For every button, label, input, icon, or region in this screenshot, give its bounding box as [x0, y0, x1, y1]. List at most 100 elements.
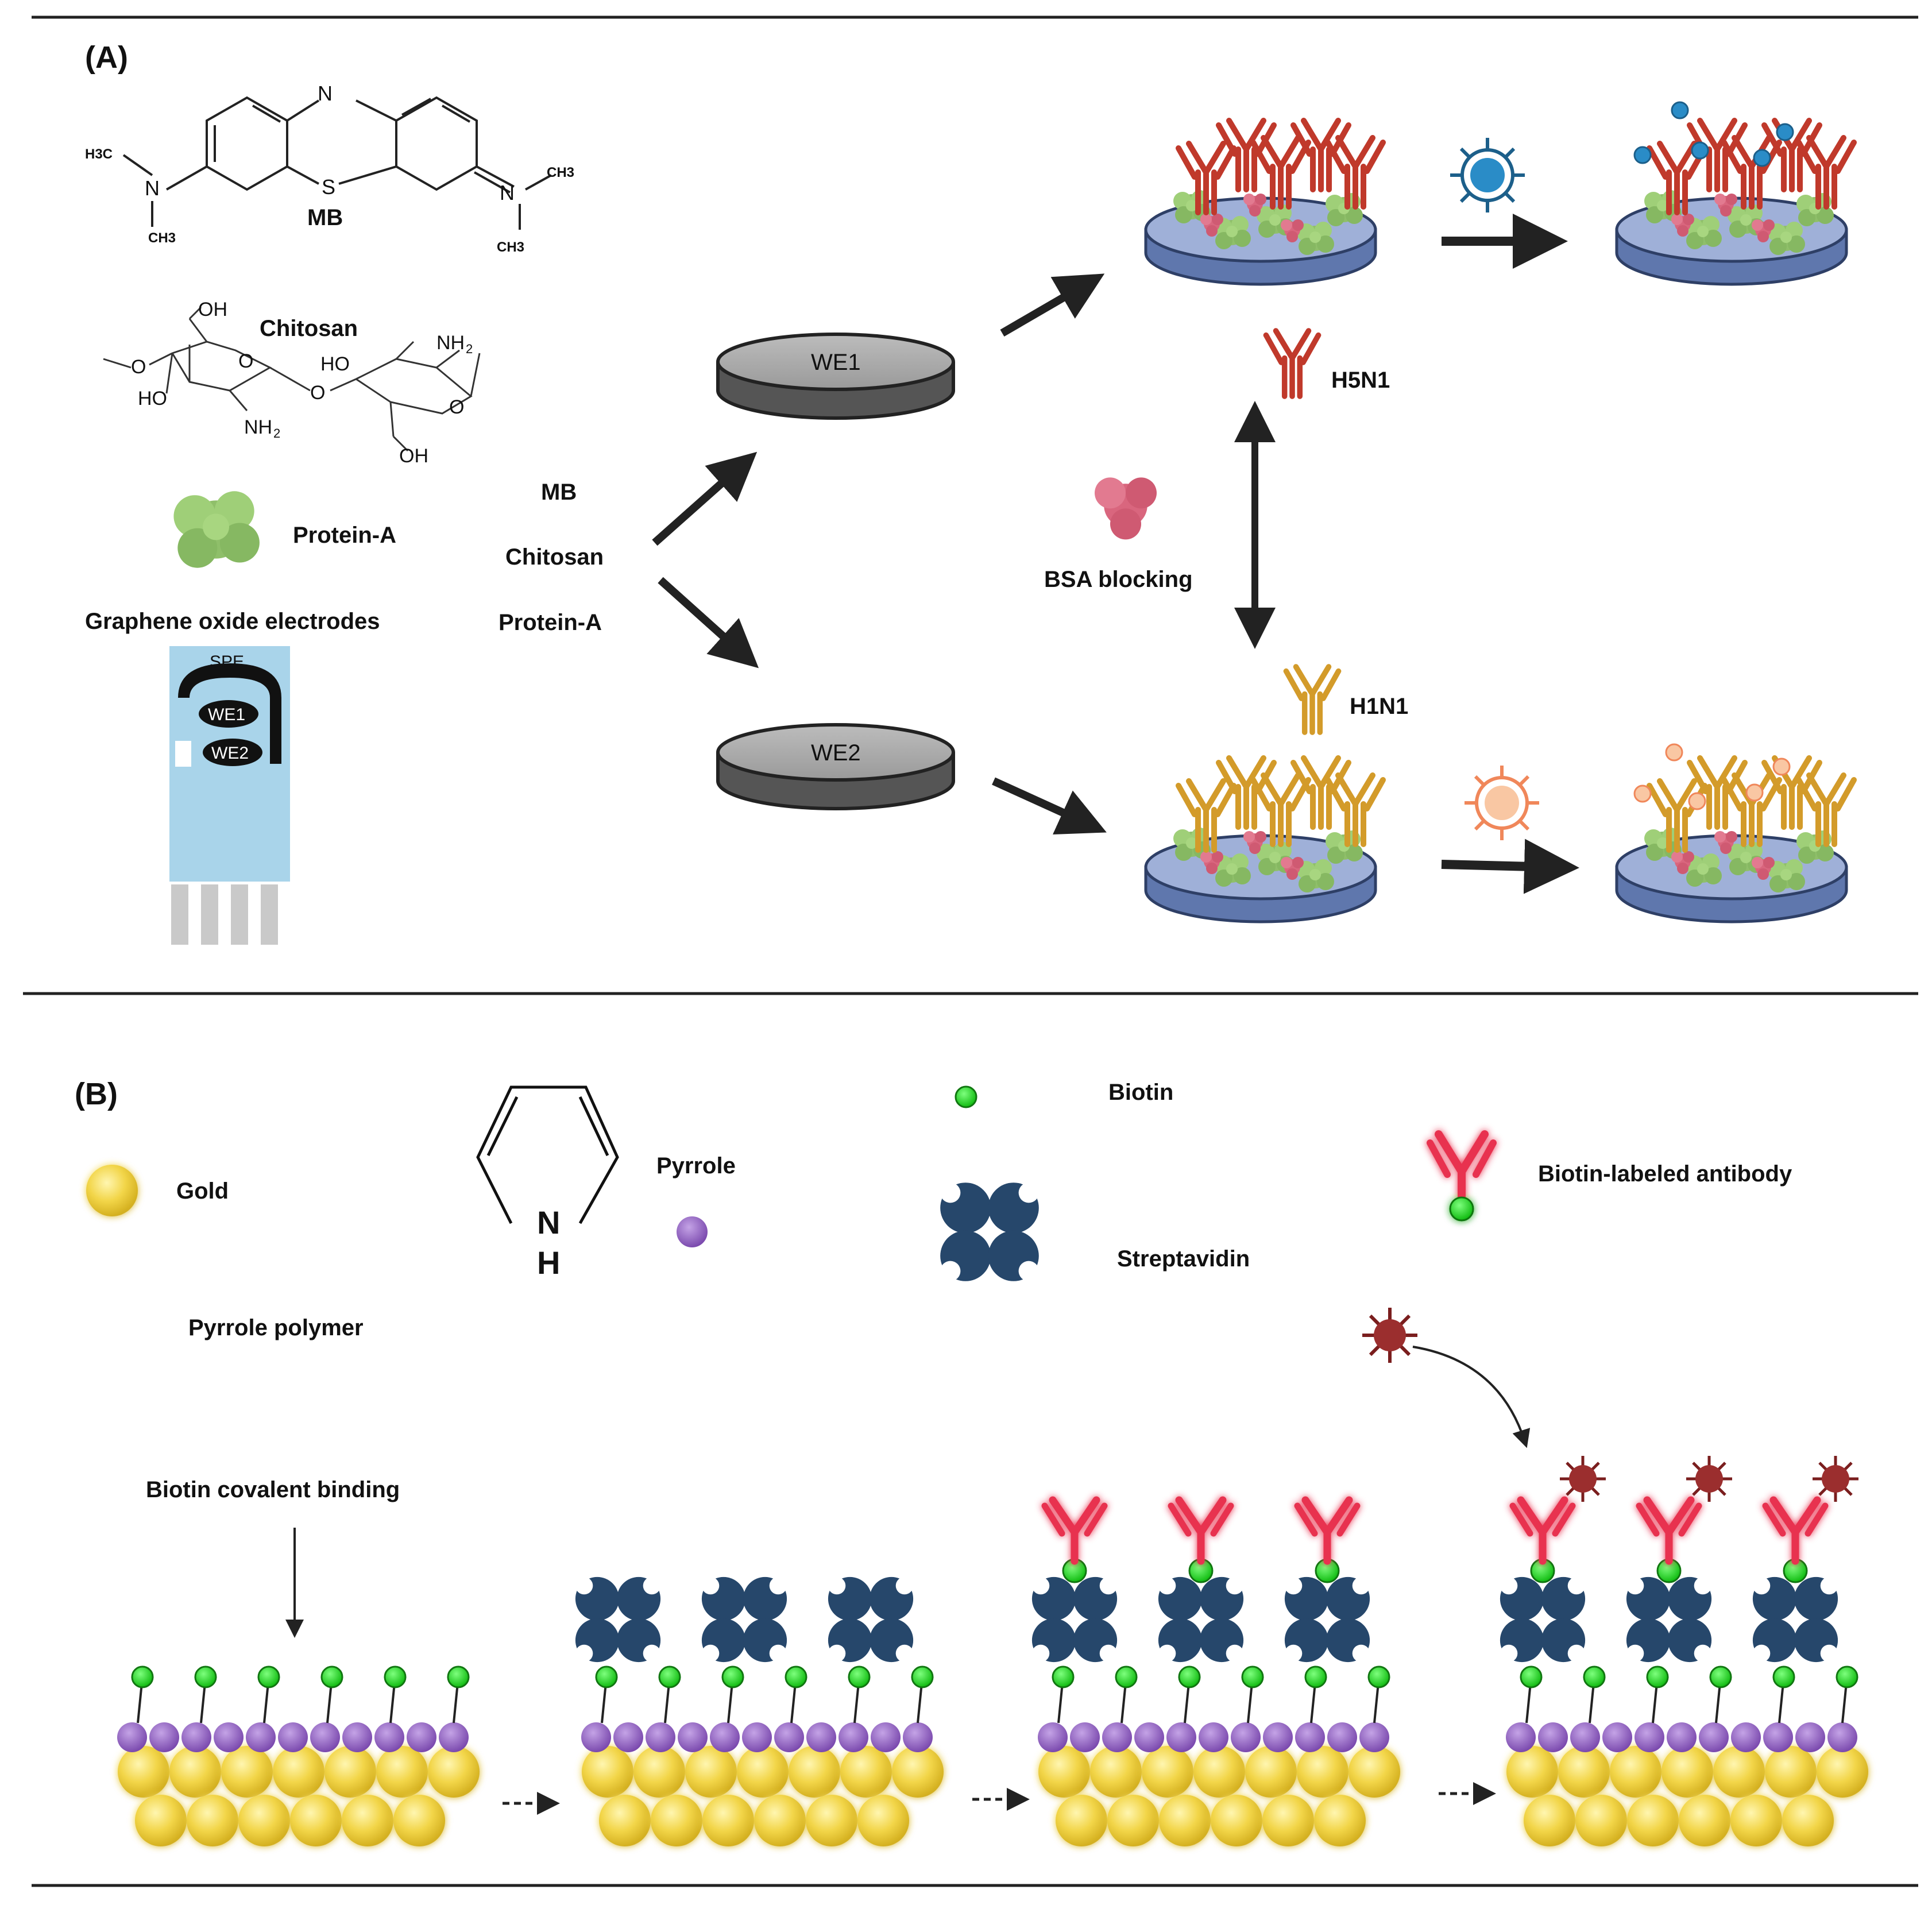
mb-atom-n-left: N [145, 176, 160, 200]
chitosan-o-ring-left: O [238, 350, 253, 372]
pyrrole-bead [342, 1722, 372, 1752]
h1n1-antibody-icon [1286, 667, 1338, 732]
pyrrole-bead [678, 1722, 708, 1752]
pyrrole-bead [1538, 1722, 1568, 1752]
gold-sphere [806, 1795, 857, 1846]
gold-sphere [221, 1746, 273, 1798]
mb-group-h3c: H3C [85, 146, 113, 162]
gold-sphere [1348, 1746, 1400, 1798]
mb-atom-s: S [322, 175, 335, 199]
layer-mb-label: MB [541, 480, 577, 505]
pyrrole-bead [1134, 1722, 1164, 1752]
biotin-labeled-antibody [1294, 1496, 1361, 1565]
chitosan-ho-right: HO [320, 353, 350, 375]
pyrrole-bead [1359, 1722, 1389, 1752]
surface-step-4 [1500, 1456, 1868, 1846]
biotin-bead [658, 1665, 681, 1688]
streptavidin-complex [1031, 1576, 1118, 1663]
gold-sphere [1558, 1746, 1610, 1798]
h5n1-label: H5N1 [1331, 368, 1390, 393]
biotin-bead [447, 1665, 470, 1688]
methylene-blue-structure: N S N N H3C CH3 CH3 CH3 MB [85, 82, 574, 255]
protein-a-icon [173, 491, 260, 568]
biotin-bead [131, 1665, 154, 1688]
chitosan-o-terminal: O [131, 356, 146, 378]
electrode-h5n1-functionalized [1144, 121, 1383, 286]
gold-sphere [1107, 1795, 1159, 1846]
biotin-labeled-antibody [1168, 1496, 1234, 1565]
chitosan-o-bridge: O [310, 382, 325, 404]
biotin-bead [1646, 1665, 1669, 1688]
pyrrole-bead [613, 1722, 643, 1752]
gold-sphere [393, 1795, 445, 1846]
gold-sphere [273, 1746, 324, 1798]
chitosan-nh2-right-sub: 2 [466, 342, 473, 356]
gold-sphere [1627, 1795, 1679, 1846]
biotin-bead [911, 1665, 934, 1688]
pyrrole-bead [1602, 1722, 1632, 1752]
biotin-bead [848, 1665, 871, 1688]
streptavidin-complex [1752, 1576, 1838, 1663]
sensor-surface-sequence [117, 1456, 1868, 1846]
gold-sphere [857, 1795, 909, 1846]
chitosan-nh2-left: NH [244, 416, 272, 438]
biotin-bead [1115, 1665, 1138, 1688]
h1n1-label: H1N1 [1350, 694, 1408, 719]
biotin-bead [1367, 1665, 1390, 1688]
gold-sphere [238, 1795, 290, 1846]
we2-disk-label: WE2 [811, 740, 861, 766]
gold-sphere [428, 1746, 480, 1798]
gold-label: Gold [176, 1178, 229, 1204]
gold-sphere [599, 1795, 651, 1846]
arrow-virus-binding [1412, 1346, 1531, 1448]
biotin-bead [1304, 1665, 1327, 1688]
electrode-h5n1-with-virus [1615, 101, 1854, 286]
pyrrole-structure [476, 1085, 619, 1224]
pyrrole-bead [1506, 1722, 1536, 1752]
pyrrole-bead [742, 1722, 772, 1752]
gold-sphere [118, 1746, 169, 1798]
gold-sphere [702, 1795, 754, 1846]
gold-sphere [1245, 1746, 1297, 1798]
pyrrole-bead [1699, 1722, 1729, 1752]
pyrrole-bead [1635, 1722, 1664, 1752]
biotin-bead [1178, 1665, 1201, 1688]
gold-sphere [187, 1795, 238, 1846]
biotin-bead [1709, 1665, 1732, 1688]
pyrrole-bead [1570, 1722, 1600, 1752]
gold-sphere [324, 1746, 376, 1798]
arrow-we1-to-functionalized [1000, 273, 1105, 337]
biotin-bead [1052, 1665, 1075, 1688]
pyrrole-bead [1763, 1722, 1793, 1752]
pyrrole-bead [1295, 1722, 1325, 1752]
gold-sphere [342, 1795, 393, 1846]
chitosan-caption: Chitosan [260, 316, 358, 341]
virus-h5n1-icon [1450, 138, 1525, 212]
gold-sphere [1506, 1746, 1558, 1798]
gold-sphere [1090, 1746, 1142, 1798]
gold-nanoparticle-icon [86, 1165, 138, 1216]
we1-disk: WE1 [716, 333, 955, 420]
gold-sphere [685, 1746, 737, 1798]
biotin-bead [785, 1665, 807, 1688]
streptavidin-label: Streptavidin [1117, 1246, 1250, 1272]
chitosan-ho-left: HO [138, 388, 167, 409]
pyrrole-bead [1102, 1722, 1132, 1752]
panel-b-label: (B) [75, 1077, 118, 1111]
biotin-label: Biotin [1108, 1080, 1173, 1105]
we2-disk: WE2 [716, 723, 955, 810]
gold-sphere [169, 1746, 221, 1798]
h5n1-antibody-icon [1266, 331, 1318, 396]
biotin-labeled-antibody [1509, 1496, 1576, 1565]
protein-a-label: Protein-A [293, 523, 396, 548]
pyrrole-bead [1795, 1722, 1825, 1752]
pyrrole-bead [1827, 1722, 1857, 1752]
mb-group-ch3-right-top: CH3 [547, 165, 574, 180]
pyrrole-bead [581, 1722, 611, 1752]
streptavidin-complex [575, 1576, 661, 1663]
spe-electrode-strip: SPE WE1 WE2 [169, 646, 290, 945]
biotin-bead [1772, 1665, 1795, 1688]
mb-caption: MB [307, 205, 343, 230]
surface-step-1 [117, 1665, 480, 1846]
